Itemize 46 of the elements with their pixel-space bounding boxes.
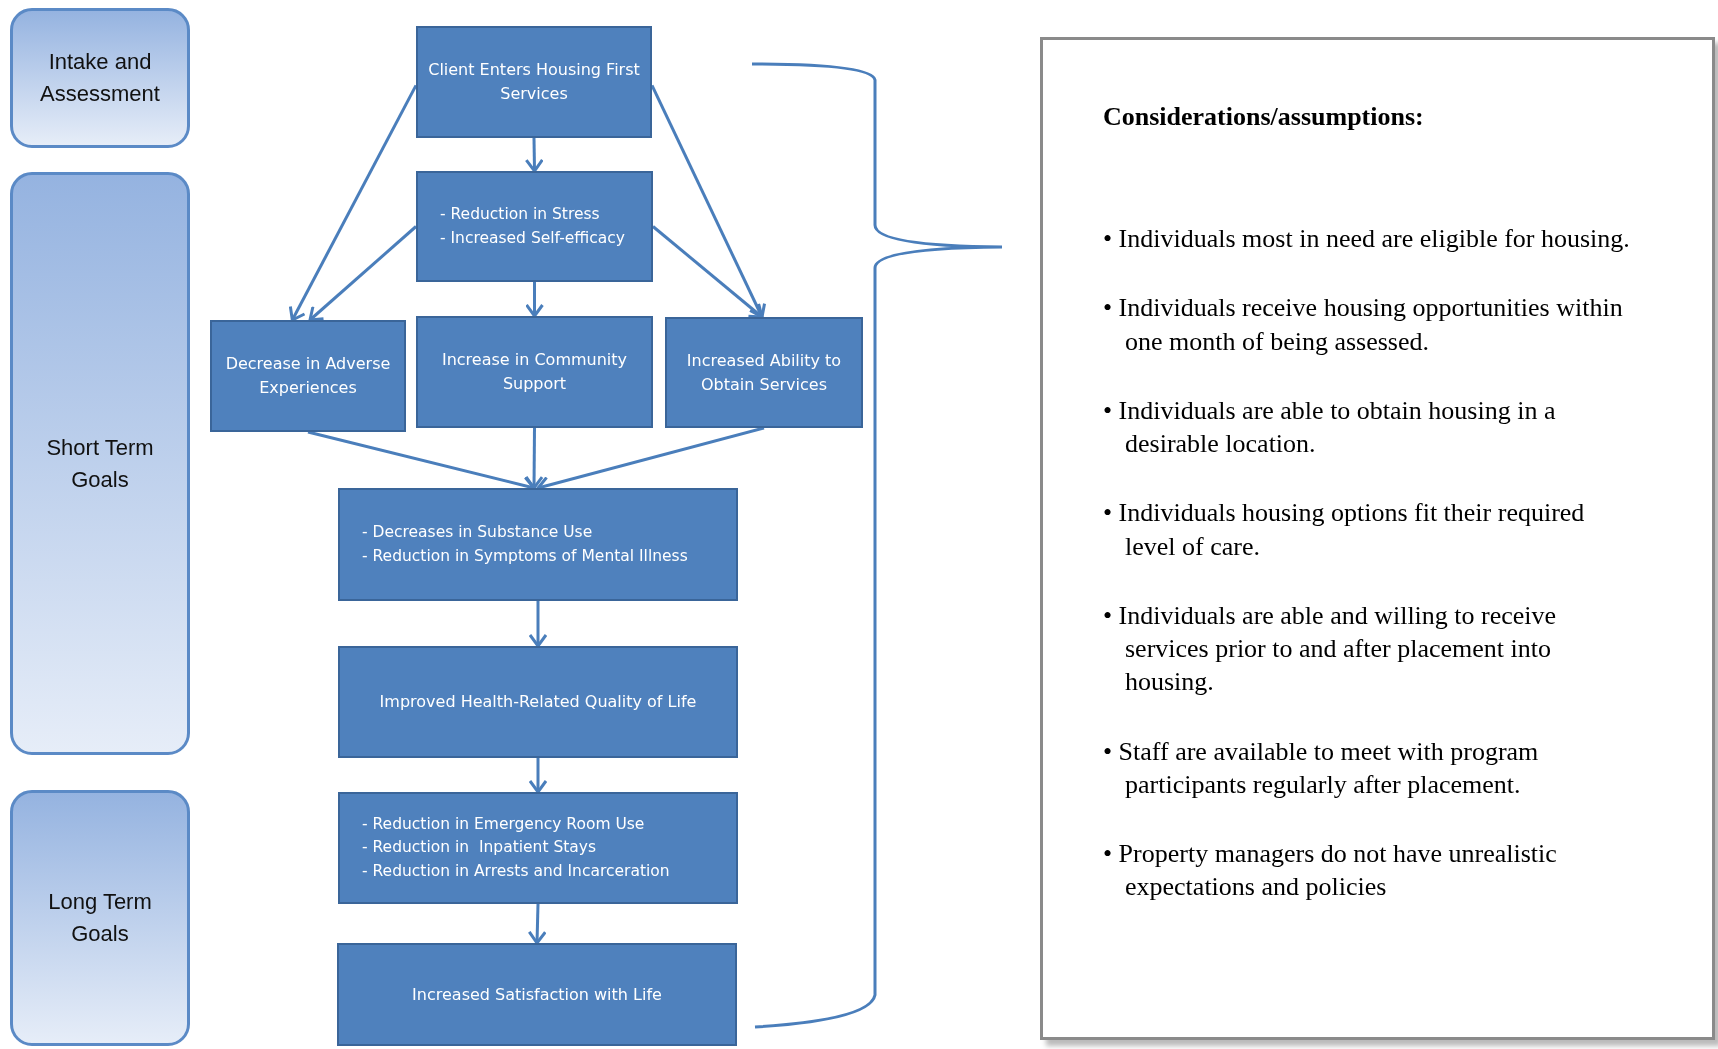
stage-box [10, 790, 190, 1046]
assumption-item: • Staff are available to meet with program participants regularly after placement. [1103, 735, 1540, 801]
stage-label: Long Term Goals [47, 888, 153, 948]
arrow [528, 758, 548, 794]
process-box [416, 26, 652, 138]
process-box [338, 646, 738, 758]
outcome-item: - Increased Self-efficacy [440, 227, 626, 249]
box-label: Increase in Community Support [440, 349, 629, 395]
arrow [527, 903, 547, 945]
assumption-item: • Individuals are able and willing to receive services prior to and after placement into housing. [1103, 599, 1558, 699]
outcome-item: - Reduction in Stress [440, 204, 601, 226]
outcome-item: - Reduction in Inpatient Stays [362, 837, 598, 859]
outcome-item: - Reduction in Emergency Room Use [362, 814, 646, 836]
box-label: Decrease in Adverse Experiences [224, 353, 392, 399]
box-label: Improved Health-Related Quality of Life [379, 691, 697, 713]
box-label: Client Enters Housing First Services [428, 59, 640, 105]
arrow [525, 282, 544, 318]
arrow [288, 84, 418, 322]
stage-box [10, 8, 190, 148]
process-box [416, 171, 653, 282]
arrow [528, 601, 548, 648]
process-box [665, 317, 863, 428]
process-box [210, 320, 406, 432]
arrow [308, 225, 417, 322]
outcome-item: - Reduction in Symptoms of Mental Illness [362, 545, 689, 567]
arrow [524, 428, 544, 490]
stage-label: Short Term Goals [45, 433, 155, 494]
assumption-item: • Individuals are able to obtain housing in a desirable location. [1103, 394, 1557, 461]
panel-heading: Considerations/assumptions: [1103, 102, 1425, 132]
assumption-item: • Property managers do not have unrealistic expectations and policies [1103, 838, 1558, 904]
process-box [416, 316, 653, 428]
stage-label: Intake and Assessment [39, 48, 161, 108]
outcome-item: - Decreases in Substance Use [362, 522, 594, 544]
assumption-item: • Individuals most in need are eligible for housing. [1103, 223, 1631, 255]
arrow [524, 137, 544, 173]
arrow [652, 225, 764, 319]
assumption-item: • Individuals housing options fit their required level of care. [1103, 497, 1586, 563]
assumptions-panel [1040, 37, 1715, 1040]
process-box [338, 792, 738, 904]
process-box [338, 488, 738, 601]
box-label: Increased Ability to Obtain Services [685, 349, 843, 396]
stage-box [10, 172, 190, 755]
box-label: Increased Satisfaction with Life [412, 983, 662, 1006]
process-box [337, 943, 737, 1046]
assumption-item: • Individuals receive housing opportunities within one month of being assessed. [1103, 292, 1624, 358]
outcome-item: - Reduction in Arrests and Incarceration [362, 860, 671, 882]
